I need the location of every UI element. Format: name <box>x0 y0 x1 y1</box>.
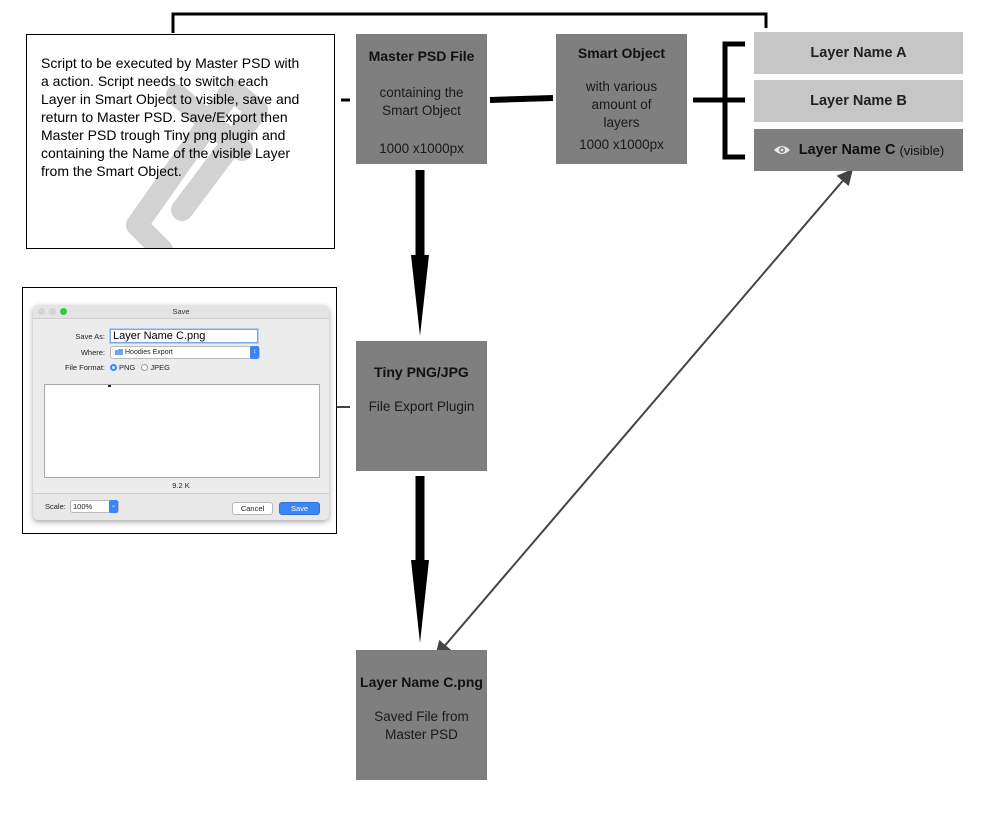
close-window-button[interactable] <box>38 308 45 315</box>
master-psd-desc-2: Smart Object <box>382 103 461 118</box>
save-as-label: Save As: <box>75 332 105 341</box>
dialog-title: Save <box>172 307 190 316</box>
saved-file-desc-2: Master PSD <box>385 727 458 742</box>
top-bracket-connector <box>171 12 768 33</box>
script-description-text: Script to be executed by Master PSD with… <box>41 54 334 180</box>
script-description-box: Script to be executed by Master PSD with… <box>26 34 335 249</box>
where-select[interactable]: Hoodies Export ↕ <box>110 346 260 359</box>
saved-file-box: Layer Name C.png Saved File from Master … <box>356 650 487 780</box>
save-as-input[interactable]: Layer Name C.png <box>110 329 258 343</box>
png-radio[interactable] <box>110 364 117 371</box>
layer-item-b: Layer Name B <box>754 80 963 122</box>
eye-icon <box>773 146 790 154</box>
script-line: containing the Name of the visible Layer <box>41 145 291 161</box>
layer-label: Layer Name C <box>798 142 896 158</box>
smart-object-desc-3: layers <box>603 115 640 130</box>
master-psd-title: Master PSD File <box>368 48 475 64</box>
scale-label: Scale: <box>45 502 66 511</box>
master-psd-box: Master PSD File containing the Smart Obj… <box>356 34 487 164</box>
cancel-button[interactable]: Cancel <box>232 502 273 515</box>
script-line: return to Master PSD. Save/Export then <box>41 109 288 125</box>
tiny-saved-arrowhead <box>411 560 429 643</box>
zoom-window-button[interactable] <box>60 308 67 315</box>
script-line: Script to be executed by Master PSD with <box>41 55 300 71</box>
file-format-label: File Format: <box>64 363 105 372</box>
chevron-down-icon[interactable]: ⌄ <box>109 500 118 513</box>
format-radio-group: PNG JPEG <box>110 363 170 372</box>
save-dialog: Save Save As: Layer Name C.png Where: Ho… <box>33 305 329 520</box>
layer-saved-double-arrow <box>434 168 854 658</box>
preview-mark <box>108 385 111 387</box>
master-psd-desc-1: containing the <box>379 85 464 100</box>
layer-label: Layer Name A <box>810 45 907 61</box>
master-psd-size: 1000 x1000px <box>379 141 464 156</box>
where-value: Hoodies Export <box>125 349 173 356</box>
paperclip-icon <box>126 79 268 248</box>
smart-object-box: Smart Object with various amount of laye… <box>556 34 687 164</box>
dialog-footer: Scale: 100% ⌄ Cancel Save <box>33 493 329 520</box>
tiny-png-title: Tiny PNG/JPG <box>374 364 469 380</box>
script-line: Layer in Smart Object to visible, save a… <box>41 91 300 107</box>
master-tiny-arrowhead <box>411 255 429 336</box>
saved-file-title: Layer Name C.png <box>360 674 483 690</box>
jpeg-radio-label: JPEG <box>150 363 170 372</box>
chevron-updown-icon[interactable]: ↕ <box>250 346 259 359</box>
png-radio-label: PNG <box>119 363 136 372</box>
layer-item-c: Layer Name C (visible) <box>754 129 963 171</box>
where-label: Where: <box>80 348 105 357</box>
image-preview <box>44 384 320 478</box>
tiny-png-desc: File Export Plugin <box>368 399 475 414</box>
smart-object-title: Smart Object <box>577 45 666 61</box>
minimize-window-button[interactable] <box>49 308 56 315</box>
scale-value: 100% <box>73 502 93 511</box>
layer-item-a: Layer Name A <box>754 32 963 74</box>
save-button[interactable]: Save <box>279 502 320 515</box>
script-line: a action. Script needs to switch each <box>41 73 269 89</box>
script-line: Master PSD trough Tiny png plugin and <box>41 127 286 143</box>
smart-object-desc-2: amount of <box>591 97 652 112</box>
layer-label: Layer Name B <box>810 93 907 109</box>
saved-file-desc-1: Saved File from <box>374 709 469 724</box>
smart-object-size: 1000 x1000px <box>579 137 664 152</box>
file-size-readout: 9.2 K <box>172 481 190 490</box>
dialog-titlebar: Save <box>33 305 329 319</box>
master-smart-connector <box>489 95 554 103</box>
jpeg-radio[interactable] <box>141 364 149 371</box>
smart-object-desc-1: with various <box>585 79 658 94</box>
layer-visible-note: (visible) <box>899 142 945 158</box>
scale-select[interactable]: 100% ⌄ <box>70 500 119 513</box>
folder-icon <box>115 348 123 355</box>
tiny-png-box: Tiny PNG/JPG File Export Plugin <box>356 341 487 471</box>
script-line: from the Smart Object. <box>41 163 182 179</box>
